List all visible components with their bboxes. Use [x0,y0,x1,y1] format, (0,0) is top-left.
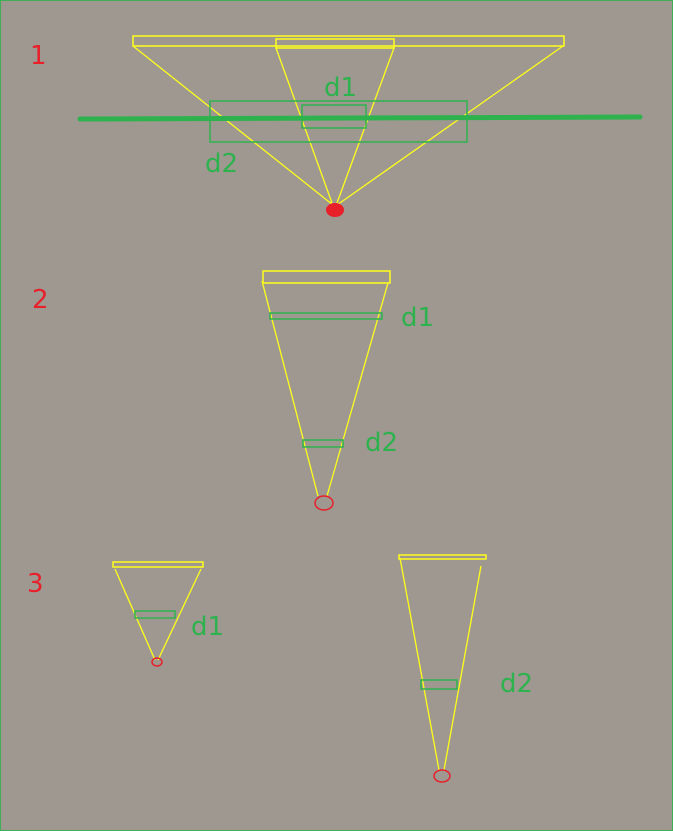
panel-1-ray-narrow-left [275,47,333,204]
panel-3-d2-label: d2 [500,669,533,699]
panel-3-left-screen [112,561,204,568]
panel-3-right-ray-right [443,565,482,771]
panel-2-d1-box [269,312,383,320]
panel-1-d1-box [301,104,367,129]
panel-2-d2-label: d2 [365,428,398,458]
panel-2-number: 2 [32,285,49,315]
panel-2-d2-box [302,439,344,448]
panel-1-number: 1 [30,41,47,71]
panel-3-right-screen [398,554,487,560]
panel-1: 1 d1 d2 [30,35,643,217]
panel-1-d2-label: d2 [205,149,238,179]
panel-3-right-focal-point [433,769,451,783]
panel-1-ray-wide-left [132,45,334,206]
panel-1-narrow-screen [275,38,395,49]
panel-1-d1-label: d1 [324,73,357,103]
panel-3-d2-box [420,679,458,690]
panel-2-focal-point [314,495,334,511]
panel-3-left-ray-right [157,568,202,661]
panel-3-number: 3 [27,569,44,599]
panel-3: 3 d1 d2 [27,554,533,783]
panel-2: 2 d1 d2 [32,270,434,511]
panel-1-ground-line [77,114,643,122]
panel-3-right-ray-left [399,557,440,771]
panel-1-ray-wide-right [336,45,564,206]
panel-3-left-focal-point [151,657,163,667]
panel-1-focal-point [326,203,344,217]
panel-3-d1-box [134,610,176,619]
panel-2-ray-right [326,282,389,497]
panel-1-wide-screen [132,35,565,47]
panel-2-d1-label: d1 [401,303,434,333]
panel-2-screen [262,270,391,284]
panel-1-d2-box [209,100,468,143]
panel-2-ray-left [261,280,319,497]
panel-3-d1-label: d1 [191,612,224,642]
